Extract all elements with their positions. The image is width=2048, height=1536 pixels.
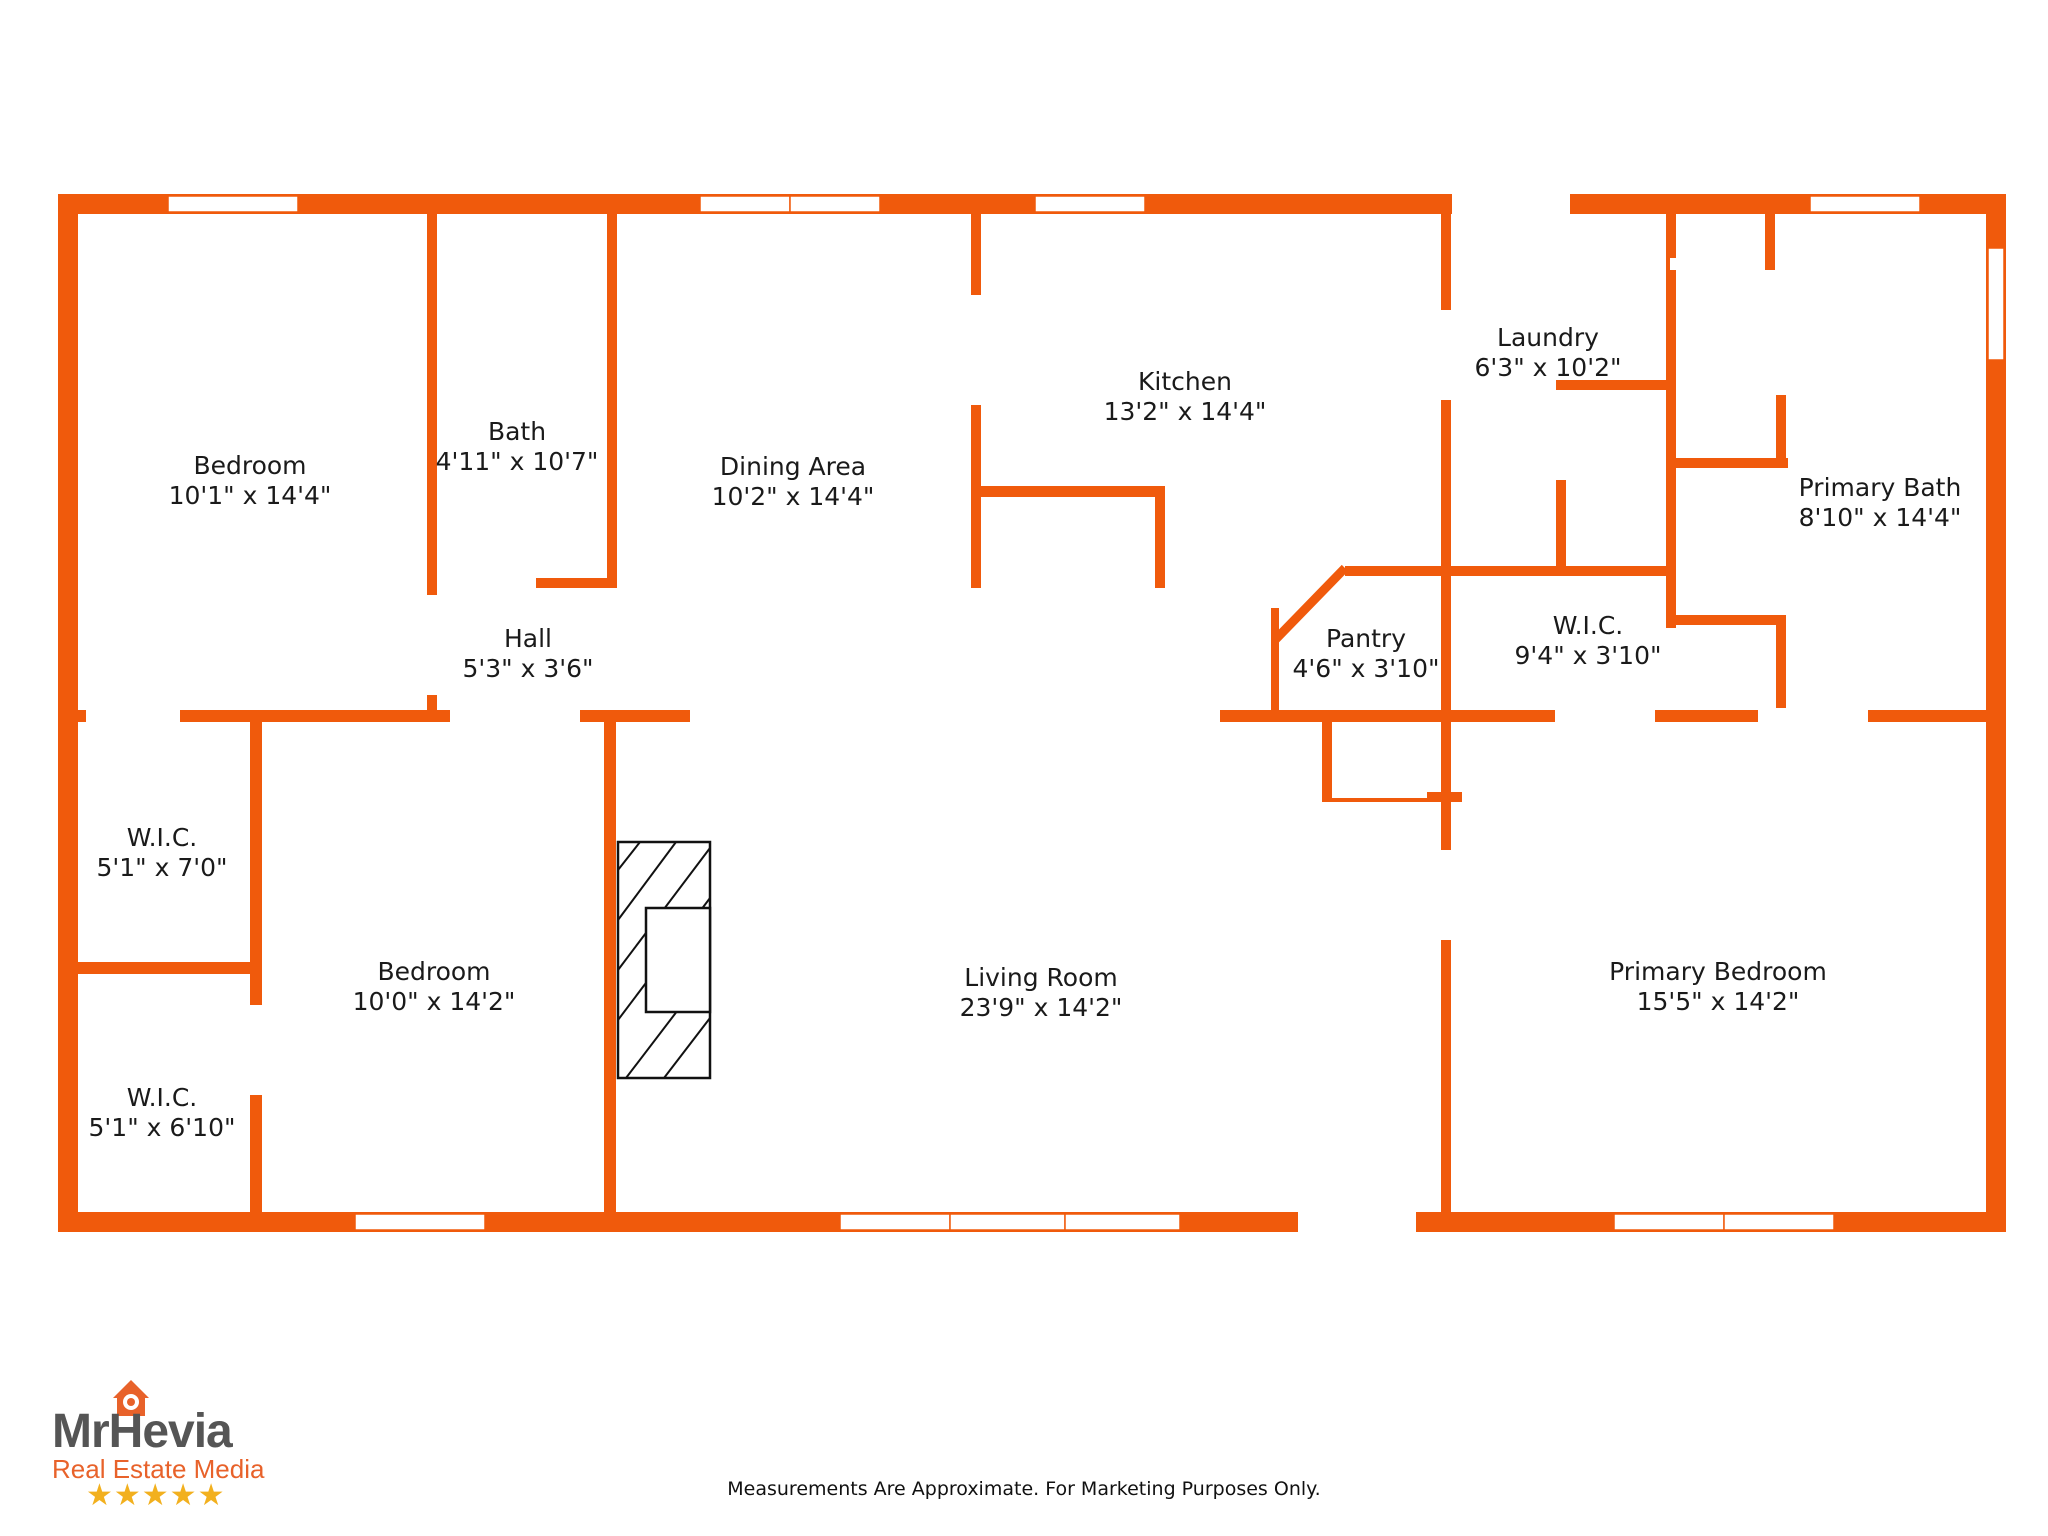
pantry-angled-wall [1271, 564, 1349, 644]
logo-tagline: Real Estate Media [52, 1454, 265, 1484]
disclaimer-text: Measurements Are Approximate. For Market… [727, 1478, 1321, 1500]
company-logo: MrHevia Real Estate Media ★★★★★ [48, 1376, 288, 1513]
room-wic-1: W.I.C.5'1" x 7'0" [96, 823, 227, 882]
windows [167, 195, 2005, 1231]
house-icon [113, 1380, 149, 1416]
room-wic-primary: W.I.C.9'4" x 3'10" [1515, 611, 1662, 670]
fireplace [616, 840, 712, 1080]
room-wic-2: W.I.C.5'1" x 6'10" [89, 1083, 236, 1142]
logo-stars: ★★★★★ [86, 1478, 226, 1513]
walls [58, 194, 2006, 1232]
openings [86, 192, 1868, 1234]
logo-name: MrHevia [52, 1405, 233, 1458]
